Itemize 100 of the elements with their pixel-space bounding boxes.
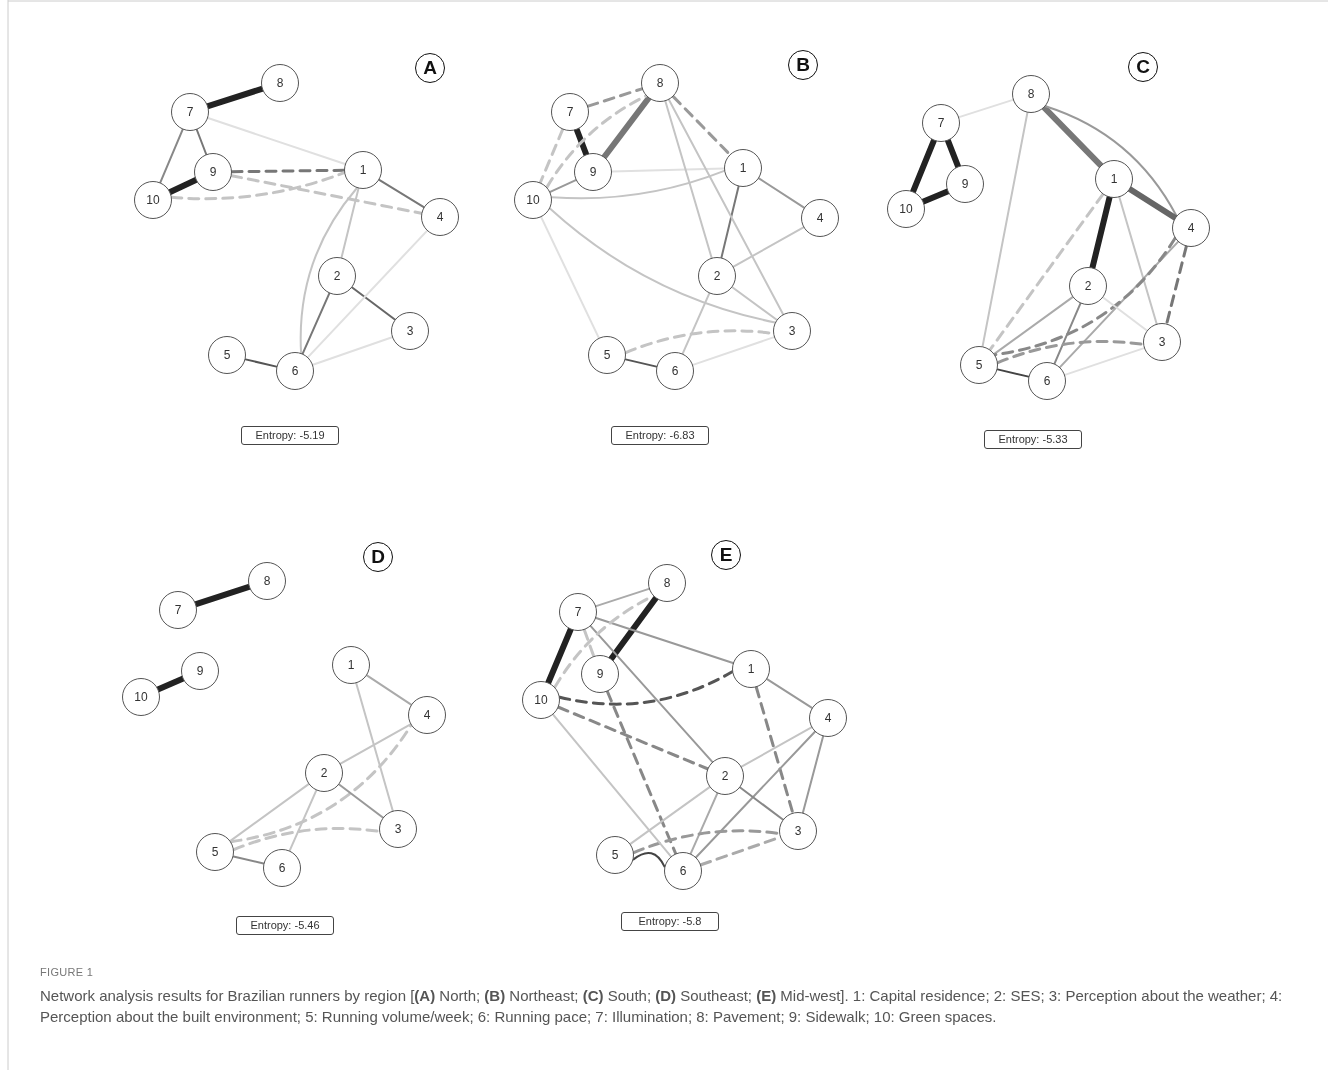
network-edge bbox=[601, 95, 652, 160]
network-edge bbox=[695, 730, 816, 859]
network-node: 6 bbox=[656, 352, 694, 390]
network-node: 4 bbox=[421, 198, 459, 236]
network-node: 2 bbox=[1069, 267, 1107, 305]
network-edge bbox=[632, 851, 666, 868]
network-node: 5 bbox=[588, 336, 626, 374]
network-node: 10 bbox=[522, 681, 560, 719]
network-edge bbox=[689, 792, 719, 855]
network-edge bbox=[1044, 105, 1178, 217]
network-node: 9 bbox=[574, 153, 612, 191]
network-edge bbox=[155, 675, 186, 693]
panel-label: E bbox=[711, 540, 741, 570]
network-edge bbox=[993, 236, 1177, 357]
network-node: 3 bbox=[1143, 323, 1181, 361]
network-edge bbox=[766, 678, 813, 709]
network-edge bbox=[595, 587, 650, 608]
entropy-label: Entropy: -6.83 bbox=[611, 425, 709, 445]
network-edge bbox=[632, 829, 781, 855]
network-edge bbox=[307, 229, 428, 359]
network-edge bbox=[920, 188, 951, 205]
network-edge bbox=[1102, 296, 1148, 332]
network-edge bbox=[996, 340, 1145, 365]
network-node: 4 bbox=[408, 696, 446, 734]
network-node: 2 bbox=[318, 257, 356, 295]
network-edge bbox=[720, 185, 740, 259]
network-edge bbox=[1165, 244, 1188, 326]
network-node: 7 bbox=[159, 591, 197, 629]
network-edge bbox=[988, 192, 1105, 352]
network-edge bbox=[1053, 302, 1082, 365]
network-edge bbox=[338, 783, 384, 819]
entropy-label: Entropy: -5.8 bbox=[621, 911, 719, 931]
network-edge bbox=[586, 87, 644, 108]
network-edge bbox=[232, 827, 381, 852]
network-node: 2 bbox=[698, 257, 736, 295]
network-edge bbox=[365, 674, 413, 706]
network-edge bbox=[167, 177, 199, 195]
network-edge bbox=[552, 713, 672, 858]
network-edge bbox=[667, 98, 785, 316]
network-node: 1 bbox=[724, 149, 762, 187]
network-node: 5 bbox=[196, 833, 234, 871]
network-node: 1 bbox=[732, 650, 770, 688]
network-node: 1 bbox=[344, 151, 382, 189]
network-edge bbox=[355, 682, 394, 812]
network-edge bbox=[611, 167, 725, 173]
network-node: 1 bbox=[332, 646, 370, 684]
network-edge bbox=[624, 358, 658, 368]
network-node: 8 bbox=[261, 64, 299, 102]
network-node: 8 bbox=[641, 64, 679, 102]
network-node: 7 bbox=[551, 93, 589, 131]
network-node: 7 bbox=[559, 593, 597, 631]
network-node: 5 bbox=[596, 836, 634, 874]
network-node: 6 bbox=[1028, 362, 1066, 400]
network-edge bbox=[1064, 347, 1145, 376]
network-edge bbox=[193, 583, 252, 608]
entropy-label: Entropy: -5.19 bbox=[241, 425, 339, 445]
panel-label: C bbox=[1128, 52, 1158, 82]
network-edge bbox=[232, 855, 265, 865]
network-edge bbox=[205, 85, 265, 110]
network-edge bbox=[288, 789, 318, 852]
network-edge bbox=[595, 616, 734, 665]
network-node: 9 bbox=[181, 652, 219, 690]
network-edge bbox=[1041, 104, 1104, 169]
network-edge bbox=[958, 98, 1014, 119]
network-edge bbox=[159, 128, 184, 184]
network-node: 5 bbox=[960, 346, 998, 384]
network-node: 4 bbox=[801, 199, 839, 237]
network-node: 5 bbox=[208, 336, 246, 374]
network-edge bbox=[557, 705, 709, 771]
network-edge bbox=[801, 735, 825, 814]
network-node: 10 bbox=[887, 190, 925, 228]
network-edge bbox=[548, 207, 777, 324]
network-node: 4 bbox=[809, 699, 847, 737]
network-node: 8 bbox=[248, 562, 286, 600]
network-edge bbox=[664, 100, 713, 259]
panel-label: D bbox=[363, 542, 393, 572]
network-node: 1 bbox=[1095, 160, 1133, 198]
network-edge bbox=[299, 187, 358, 354]
network-node: 10 bbox=[514, 181, 552, 219]
network-edge bbox=[993, 296, 1074, 355]
network-edge bbox=[540, 216, 600, 339]
network-edge bbox=[301, 292, 331, 355]
network-edge bbox=[608, 595, 659, 662]
network-edge bbox=[545, 626, 574, 686]
network-edge bbox=[681, 292, 711, 355]
network-edge bbox=[170, 171, 346, 201]
network-edge bbox=[1118, 196, 1158, 325]
network-node: 10 bbox=[122, 678, 160, 716]
network-edge bbox=[1127, 186, 1178, 221]
network-edge bbox=[340, 187, 360, 259]
network-edge bbox=[731, 286, 778, 321]
figure-caption: Network analysis results for Brazilian runners by region [(A) North; (B) Northeast; (C) South; (D) Southeast; (E) Mid-west]. 1: Capital residence; 2: SES; 3: Perception about the weather; 4: Perception about the built environment; 5: Running volume/week; 6: Running pace; 7: Illumination; 8: Pavement; 9: Sidewalk; 10: Green spaces. bbox=[40, 986, 1284, 1027]
network-edge bbox=[207, 117, 346, 165]
network-edge bbox=[582, 628, 596, 658]
network-edge bbox=[629, 786, 711, 845]
network-node: 6 bbox=[263, 849, 301, 887]
network-node: 8 bbox=[1012, 75, 1050, 113]
network-edge bbox=[573, 126, 590, 158]
network-node: 3 bbox=[379, 810, 417, 848]
network-edge bbox=[1059, 240, 1179, 369]
